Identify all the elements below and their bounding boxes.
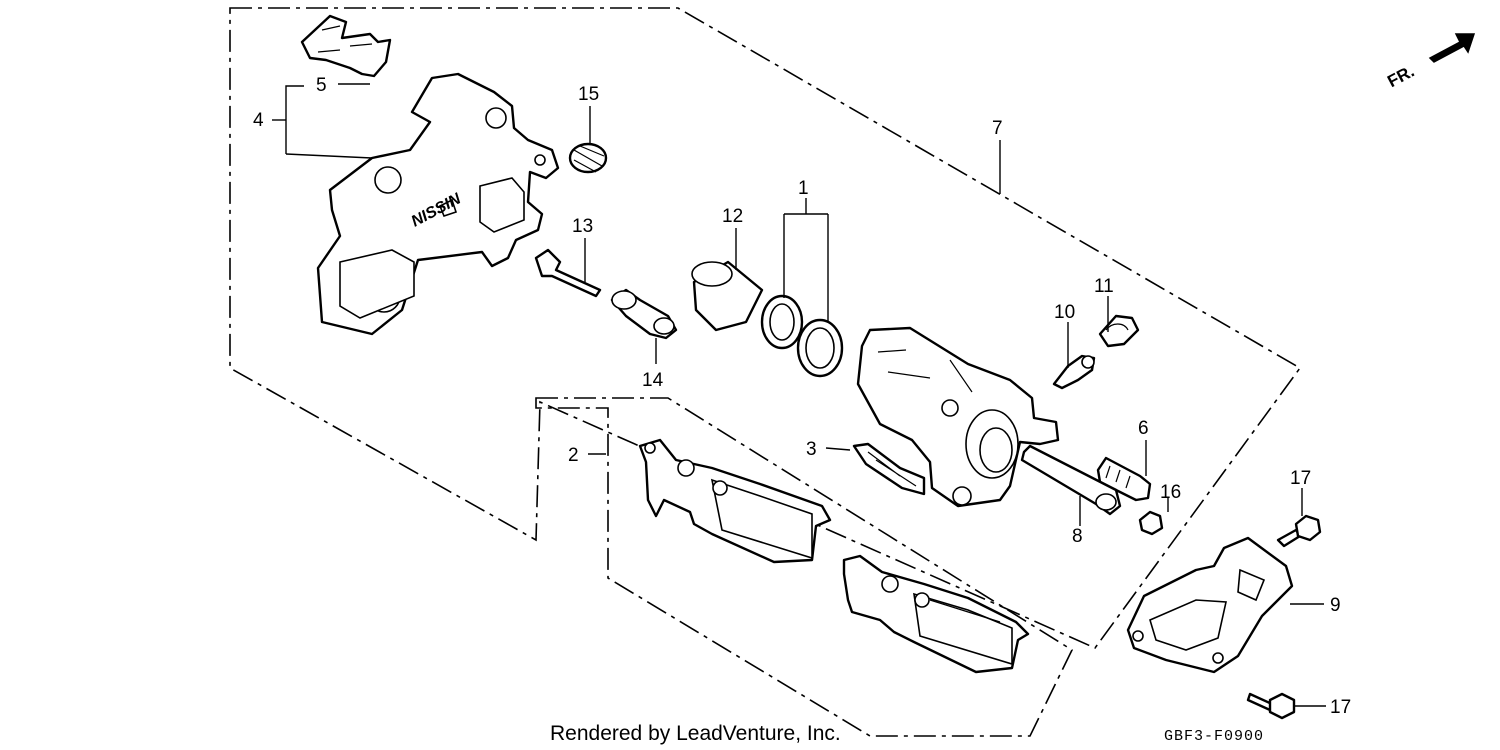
spring-plate-3[interactable] xyxy=(852,442,926,496)
piston-seals-1[interactable] xyxy=(760,294,844,378)
bleed-cap-11[interactable] xyxy=(1098,314,1140,348)
callout-7: 7 xyxy=(992,118,1003,139)
arrow-right-icon xyxy=(1428,33,1476,63)
pin-bolt-13[interactable] xyxy=(534,248,602,298)
plug-15[interactable] xyxy=(568,142,608,174)
front-direction-indicator: FR. xyxy=(1384,33,1476,92)
caliper-body[interactable] xyxy=(856,326,1060,508)
brake-pad-outer[interactable] xyxy=(842,554,1030,674)
callout-6: 6 xyxy=(1138,418,1149,439)
bolt-17-upper[interactable] xyxy=(1276,514,1322,548)
callout-1: 1 xyxy=(798,178,809,199)
bolt-17-lower[interactable] xyxy=(1246,692,1296,720)
nut-16[interactable] xyxy=(1138,510,1164,536)
callout-15: 15 xyxy=(578,84,599,105)
leader-lines xyxy=(272,83,1326,707)
callout-8: 8 xyxy=(1072,526,1083,547)
caliper-bracket-4[interactable]: NISSIN xyxy=(316,72,560,336)
bleed-valve-10[interactable] xyxy=(1052,354,1096,390)
brake-pad-inner[interactable] xyxy=(638,438,832,564)
callout-12: 12 xyxy=(722,206,743,227)
callout-16: 16 xyxy=(1160,482,1181,503)
front-label: FR. xyxy=(1384,62,1417,92)
callout-5: 5 xyxy=(316,75,327,96)
piston-12[interactable] xyxy=(691,260,764,332)
pin-8[interactable] xyxy=(1020,444,1122,516)
footer-credit: Rendered by LeadVenture, Inc. xyxy=(550,722,841,745)
callout-2: 2 xyxy=(568,445,579,466)
callout-14: 14 xyxy=(642,370,664,391)
diagram-code: GBF3-F0900 xyxy=(1164,728,1264,745)
callout-10: 10 xyxy=(1054,302,1075,323)
caliper-guard-9[interactable] xyxy=(1126,536,1294,674)
callout-9: 9 xyxy=(1330,595,1341,616)
callout-17-upper: 17 xyxy=(1290,468,1311,489)
pad-set-boundary-2 xyxy=(535,397,1074,737)
pad-spring-5[interactable] xyxy=(300,14,392,78)
callout-11: 11 xyxy=(1094,276,1114,297)
pin-bolt-14[interactable] xyxy=(610,288,678,340)
callout-4: 4 xyxy=(253,110,264,131)
callout-13: 13 xyxy=(572,216,593,237)
callout-17-lower: 17 xyxy=(1330,697,1351,718)
callout-3: 3 xyxy=(806,439,817,460)
